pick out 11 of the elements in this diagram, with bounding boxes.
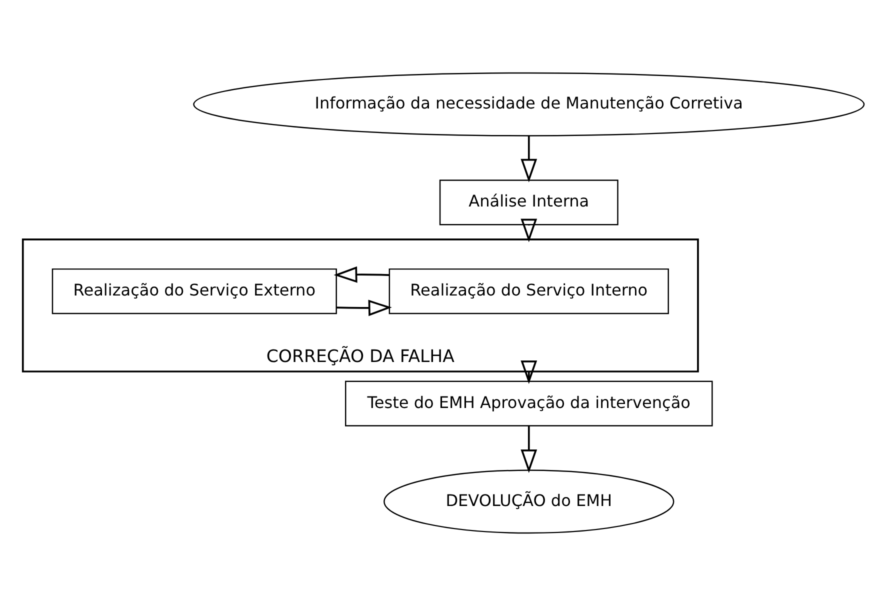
arrow: [336, 299, 392, 316]
node-ellipse: DEVOLUÇÃO do EMH: [384, 469, 674, 534]
arrow: [520, 426, 538, 472]
node-ellipse: Informação da necessidade de Manutenção Corretiva: [193, 72, 865, 136]
node-box: Realização do Serviço Interno: [388, 268, 669, 314]
arrow: [520, 135, 538, 182]
arrow: [334, 266, 390, 282]
node-box: Realização do Serviço Externo: [52, 268, 337, 314]
arrow: [520, 218, 538, 242]
arrow: [520, 360, 538, 384]
node-box: Teste do EMH Aprovação da intervenção: [345, 380, 713, 426]
